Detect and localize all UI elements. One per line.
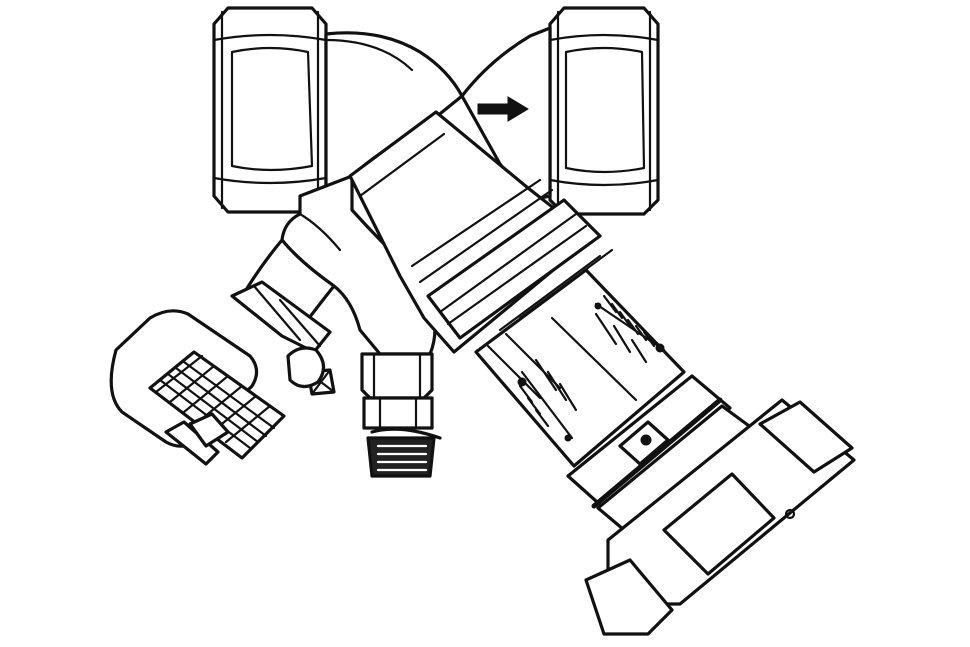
handwheel [566, 374, 856, 636]
flow-arrow-icon [477, 96, 529, 122]
adjustment-scale [517, 294, 666, 442]
spindle-housing [474, 248, 686, 468]
drain-valve [109, 280, 336, 466]
right-hex-nut [548, 6, 660, 216]
bonnet [348, 110, 602, 354]
left-hex-nut [212, 6, 328, 214]
test-nipple [360, 352, 442, 478]
